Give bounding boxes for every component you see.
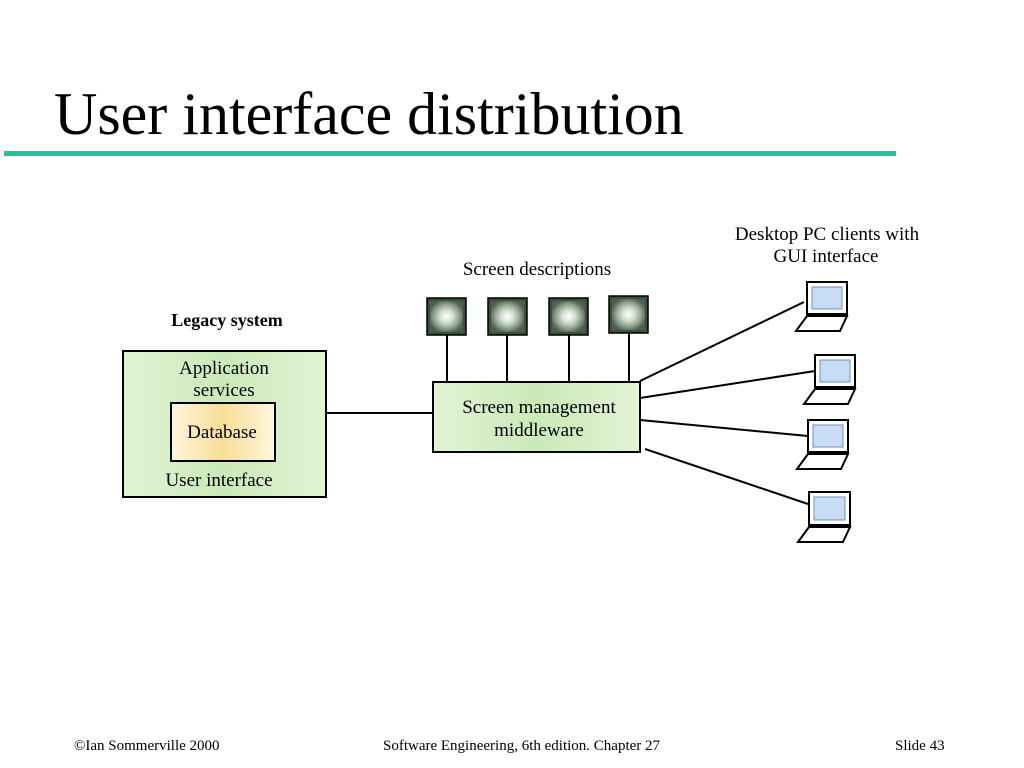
client-connector — [644, 448, 809, 505]
middleware-box — [432, 381, 641, 453]
legacy-system-heading: Legacy system — [171, 310, 282, 330]
screen-description-icon — [426, 297, 467, 336]
database-label: Database — [187, 422, 257, 443]
laptop-icon — [802, 354, 857, 405]
clients-label-line2: GUI interface — [774, 246, 879, 267]
middleware-label-line2: middleware — [494, 420, 584, 441]
application-services-label-line2: services — [193, 380, 254, 401]
laptop-icon — [794, 281, 849, 332]
footer-slide-number: Slide 43 — [895, 738, 945, 754]
client-connector — [639, 301, 805, 382]
screen-description-icon — [487, 297, 528, 336]
application-services-label-line1: Application — [179, 358, 269, 379]
database-box — [170, 402, 276, 462]
screen-descriptions-label: Screen descriptions — [463, 259, 611, 280]
footer-book-title: Software Engineering, 6th edition. Chapt… — [383, 738, 661, 754]
title-rule — [4, 151, 896, 156]
clients-label-line1: Desktop PC clients with — [735, 224, 920, 245]
footer-copyright: ©Ian Sommerville 2000 — [74, 738, 220, 754]
client-connector — [639, 370, 816, 399]
screen-description-icon — [548, 297, 589, 336]
laptop-icon — [795, 419, 850, 470]
slide-title: User interface distribution — [54, 81, 684, 147]
client-connector — [639, 419, 809, 437]
screen-description-icon — [608, 295, 649, 334]
user-interface-label: User interface — [165, 470, 272, 491]
laptop-icon — [796, 491, 852, 543]
middleware-label-line1: Screen management — [462, 397, 616, 418]
